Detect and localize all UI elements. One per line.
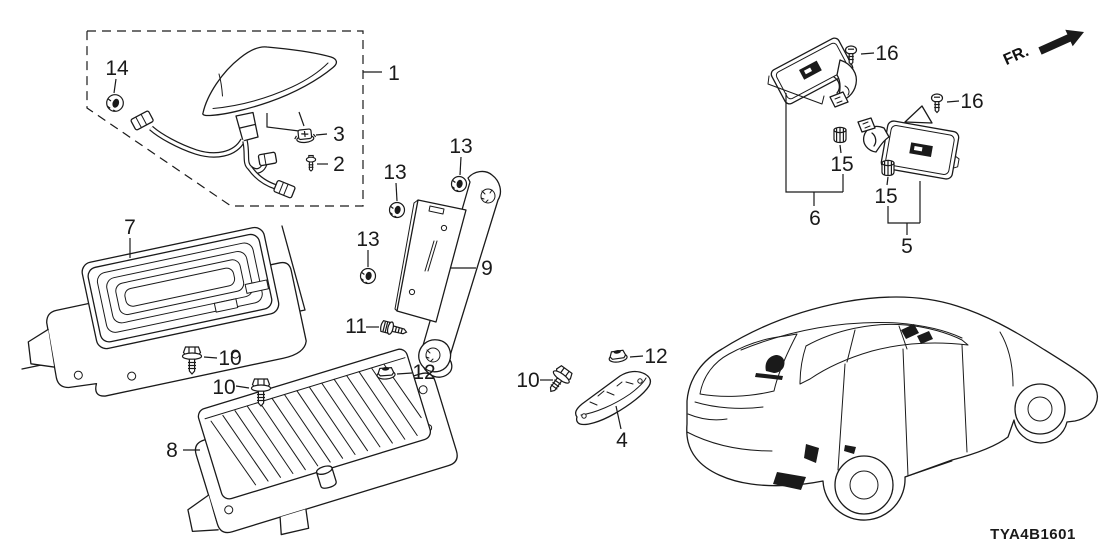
antenna-boundary-box — [86, 30, 364, 207]
callout-16-a: 16 — [875, 42, 898, 65]
diagram-code: TYA4B1601 — [990, 526, 1076, 543]
callout-4: 4 — [616, 429, 628, 452]
callout-15-a: 15 — [830, 153, 853, 176]
callout-11: 11 — [345, 315, 367, 338]
leader-nut-3-b — [298, 111, 305, 127]
amp8-foot-tab — [279, 508, 310, 536]
antenna-4 — [575, 370, 652, 426]
screw-11 — [378, 319, 409, 339]
location-markers — [755, 324, 933, 490]
nut-14 — [106, 94, 124, 112]
callout-13-c: 13 — [356, 228, 379, 251]
callout-12-a: 12 — [412, 361, 435, 384]
bracket-9-assembly — [394, 170, 502, 378]
front-wheel — [1014, 383, 1066, 435]
amplifier-8 — [187, 348, 458, 536]
antenna-assembly — [130, 46, 338, 199]
side-glass — [799, 323, 969, 385]
vehicle-body — [686, 296, 1098, 521]
module-5-bracket-arm — [857, 117, 890, 153]
roof-module-marker-1 — [901, 324, 919, 339]
screw-2 — [305, 154, 317, 172]
callout-1: 1 — [388, 62, 400, 85]
fr-direction-arrow: FR. — [1001, 29, 1084, 69]
callout-16-b: 16 — [960, 90, 983, 113]
nut-12-b — [607, 348, 629, 364]
callout-8: 8 — [166, 439, 178, 462]
grommet-13-c — [359, 267, 377, 285]
module-6-bracket-arm — [829, 59, 858, 108]
callout-9: 9 — [481, 257, 493, 280]
harness-connector-3 — [273, 180, 296, 199]
module-5-flag — [904, 105, 933, 124]
quarter-marker-1 — [804, 444, 819, 463]
quarter-marker-3 — [773, 472, 806, 490]
harness-connector-2 — [257, 151, 278, 167]
rear-wheel — [834, 455, 894, 515]
nut-15-b — [881, 159, 895, 177]
module-6 — [767, 37, 858, 108]
callout-6: 6 — [809, 207, 821, 230]
antenna-mast-base — [235, 111, 259, 142]
callout-15-b: 15 — [874, 185, 897, 208]
callout-10-a: 10 — [218, 347, 241, 370]
amp7-ear-tab — [27, 328, 55, 368]
callout-10-c: 10 — [516, 369, 539, 392]
harness-connector-1 — [130, 110, 154, 131]
bracket-9-bottom-notch — [425, 347, 441, 363]
callout-14: 14 — [105, 57, 129, 80]
module-5 — [857, 105, 960, 180]
leader-lines — [113, 52, 960, 451]
amp8-ear-tab — [187, 494, 219, 533]
quarter-marker-2 — [844, 445, 856, 454]
screw-16-b — [930, 93, 944, 114]
roof-edge-line — [740, 322, 963, 351]
roof-antenna-marker — [765, 355, 785, 373]
roof-module-marker-2 — [917, 331, 933, 344]
amp7-connector-2 — [213, 298, 239, 313]
antenna-fin-seam — [218, 73, 223, 97]
fr-label: FR. — [1001, 43, 1031, 69]
bracket-9-top-notch — [480, 188, 496, 204]
callout-2: 2 — [333, 153, 345, 176]
vehicle-outline — [686, 296, 1098, 521]
amplifier-7 — [27, 226, 307, 397]
callout-12-b: 12 — [644, 345, 667, 368]
antenna-fin-rim — [212, 62, 329, 109]
amp7-connector — [244, 279, 270, 294]
callout-7: 7 — [124, 216, 136, 239]
callout-3: 3 — [333, 123, 345, 146]
callout-10-b: 10 — [212, 376, 235, 399]
antenna-harness — [130, 110, 296, 199]
antenna-4-plate — [575, 370, 652, 426]
antenna-fin — [202, 46, 338, 117]
rear-window — [699, 333, 798, 397]
grommet-13-b — [388, 201, 406, 219]
grommet-13-a — [450, 175, 468, 193]
callout-5: 5 — [901, 235, 913, 258]
callout-13-a: 13 — [449, 135, 472, 158]
leader-nut-3-a — [266, 113, 300, 132]
nut-15-a — [833, 126, 847, 144]
amp8-stud — [315, 465, 337, 489]
callout-13-b: 13 — [383, 161, 406, 184]
